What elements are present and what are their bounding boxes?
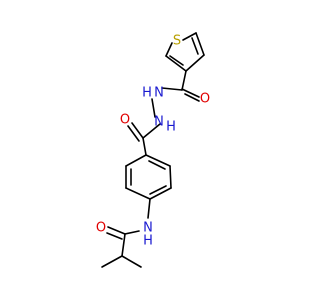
bond-co-double-1 (181, 88, 200, 98)
bond-co2-double-2 (127, 125, 140, 142)
bond-b1-b2-inner (148, 160, 166, 170)
molecule-structure: S O N H N H O N H O (96, 32, 210, 268)
atom-oxygen-amide: O (96, 221, 106, 236)
atom-nitrogen-3: N (143, 221, 153, 236)
bond-n1-n2 (151, 98, 156, 118)
bond-b2-b3 (169, 165, 172, 189)
thiophene-ring (165, 32, 205, 72)
bond-ring-n3 (147, 198, 151, 219)
bond-n3-carbonyl (124, 230, 140, 235)
bond-carbonyl-ring (142, 137, 147, 156)
bond-b6-b1 (125, 154, 147, 167)
bond-co2-double-1 (131, 122, 144, 139)
bond-b1-b2 (145, 154, 171, 167)
bond-c2-carbonyl (181, 70, 187, 91)
bond-s-c4 (182, 32, 197, 41)
bond-co3-double-2 (106, 232, 123, 240)
bond-n2-carbonyl (142, 123, 161, 139)
bond-c4-c3-inner (191, 37, 199, 55)
bond-ch-methyl-left (101, 255, 123, 268)
bond-carbonyl-n1 (161, 87, 183, 91)
bond-ch-methyl-right (121, 255, 142, 268)
atom-hydrogen-3: H (143, 234, 153, 249)
bond-co-double-2 (184, 93, 200, 102)
atom-hydrogen-2: H (166, 120, 176, 135)
benzene-ring (125, 154, 172, 200)
atom-nitrogen-2: N (154, 115, 164, 130)
bond-c2-c1-inner (169, 55, 184, 66)
atom-sulfur: S (173, 34, 181, 49)
bond-s-c1 (165, 42, 173, 57)
bond-carbonyl-ch (121, 233, 126, 257)
bond-b3-b4-inner (149, 185, 167, 195)
bond-b4-b5 (125, 187, 151, 200)
bond-c3-c2 (185, 54, 205, 72)
atom-nitrogen-1: N (154, 86, 164, 101)
atom-oxygen-thiophene-carbonyl: O (200, 92, 210, 107)
bond-co3-double-1 (107, 226, 126, 235)
atom-oxygen-benzoyl-carbonyl: O (120, 113, 130, 128)
bond-c2-c1 (165, 55, 187, 72)
bond-b3-b4 (149, 187, 172, 200)
atom-hydrogen-1: H (142, 86, 152, 101)
bond-c4-c3 (195, 32, 205, 56)
